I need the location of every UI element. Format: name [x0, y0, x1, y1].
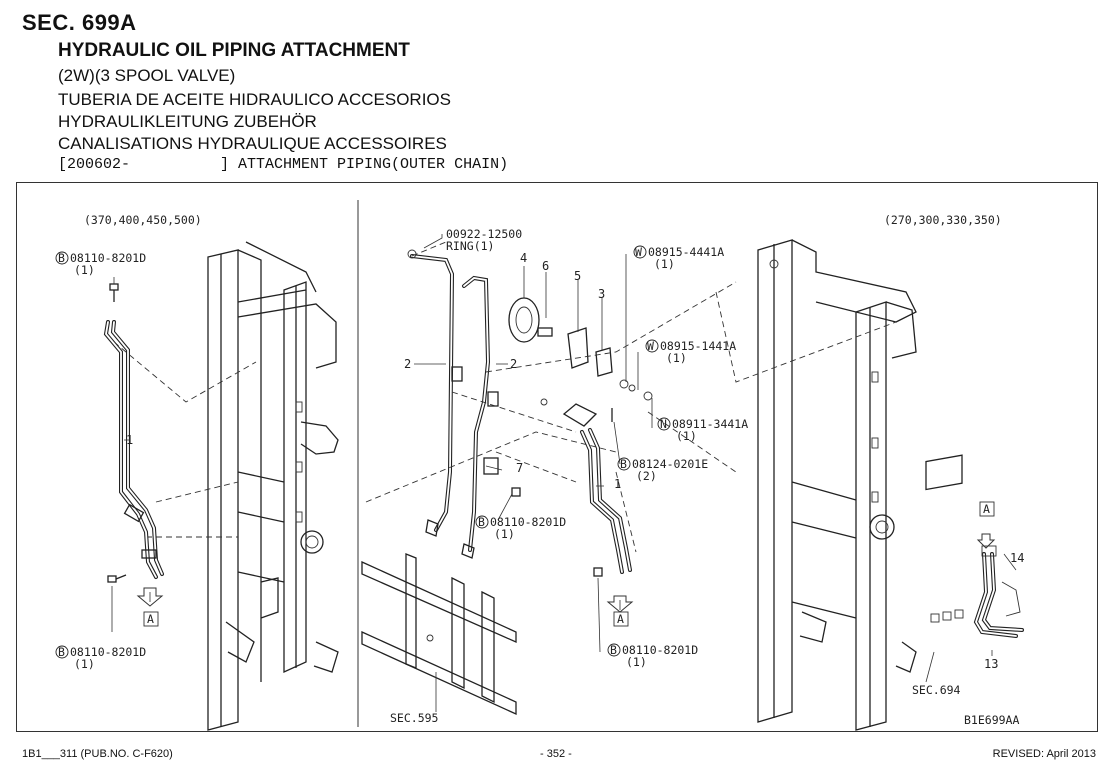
header: SEC. 699A HYDRAULIC OIL PIPING ATTACHMEN…	[0, 0, 1116, 180]
callout-a-right: A	[983, 502, 990, 516]
callout-a-box-right	[979, 501, 995, 517]
arrow-down-icon	[606, 595, 634, 613]
letter-w: W	[635, 245, 642, 259]
letter-b: B	[58, 645, 65, 659]
page-title: HYDRAULIC OIL PIPING ATTACHMENT	[58, 40, 410, 61]
sec694-label: SEC.694	[912, 683, 961, 697]
callout-a-box-center	[613, 611, 629, 627]
part-number-7: 7	[516, 461, 523, 475]
sec595-label: SEC.595	[390, 711, 438, 725]
left-bolt-bottom	[107, 574, 127, 583]
bolt-mid-code: 08124-0201E	[632, 457, 708, 471]
arrow-down-icon	[976, 533, 996, 549]
title-spanish: TUBERIA DE ACEITE HIDRAULICO ACCESORIOS	[58, 90, 451, 109]
left-model-range: (370,400,450,500)	[84, 213, 202, 227]
arrow-down-icon	[136, 587, 164, 607]
diagram-frame	[16, 182, 1098, 732]
part-number-6: 6	[542, 259, 549, 273]
b-letter-circle-icon	[55, 645, 69, 659]
left-mast-drawing	[113, 241, 339, 731]
bolt-right-qty: (1)	[626, 655, 647, 669]
washer-1-code: 08915-4441A	[648, 245, 724, 259]
washer-2-qty: (1)	[666, 351, 687, 365]
b-letter-circle-icon	[475, 515, 489, 529]
part-number-2-b: 2	[510, 357, 517, 371]
ring-part-code: 00922-12500	[446, 227, 522, 241]
bolt-center-code: 08110-8201D	[490, 515, 566, 529]
letter-b: B	[478, 515, 485, 529]
bolt-right-code: 08110-8201D	[622, 643, 698, 657]
date-range-line: [200602- ] ATTACHMENT PIPING(OUTER CHAIN…	[58, 156, 509, 173]
callout-a-center: A	[617, 612, 624, 626]
b-letter-circle-icon	[617, 457, 631, 471]
left-top-bolt-code: 08110-8201D	[70, 251, 146, 265]
footer-revision: REVISED: April 2013	[992, 748, 1096, 760]
nut-qty: (1)	[676, 429, 697, 443]
center-pipe-1	[483, 398, 632, 577]
left-top-bolt-qty: (1)	[74, 263, 95, 277]
left-bottom-bolt-code: 08110-8201D	[70, 645, 146, 659]
part-number-3: 3	[598, 287, 605, 301]
part-number-1-center: 1	[614, 477, 621, 491]
right-mast-drawing	[757, 239, 917, 731]
b-letter-circle-icon	[607, 643, 621, 657]
w-letter-circle-icon	[645, 339, 659, 353]
footer-publication: 1B1___311 (PUB.NO. C-F620)	[22, 748, 173, 760]
pulley-4-bracket-5-fittings	[407, 249, 653, 422]
n-letter-circle-icon	[657, 417, 671, 431]
section-code: SEC. 699A	[22, 10, 137, 35]
parts-diagram: (370,400,450,500) B 08110-8201D (1) 1 A …	[55, 200, 1024, 731]
spool-valve-sec694	[925, 454, 1024, 638]
subtitle: (2W)(3 SPOOL VALVE)	[58, 66, 236, 85]
hoses-2	[410, 254, 508, 559]
part-number-2-a: 2	[404, 357, 411, 371]
letter-n: N	[660, 417, 667, 431]
letter-b: B	[610, 643, 617, 657]
callout-a-left: A	[147, 612, 154, 626]
washer-2-code: 08915-1441A	[660, 339, 736, 353]
part-number-4: 4	[520, 251, 527, 265]
ring-part-name: RING(1)	[446, 239, 494, 253]
page-number: - 352 -	[540, 748, 572, 760]
washer-1-qty: (1)	[654, 257, 675, 271]
leader-lines	[423, 234, 1017, 712]
right-model-range: (270,300,330,350)	[884, 213, 1002, 227]
part-number-14: 14	[1010, 551, 1024, 565]
letter-w: W	[647, 339, 654, 353]
title-german: HYDRAULIKLEITUNG ZUBEHÖR	[58, 112, 317, 131]
letter-b: B	[58, 251, 65, 265]
part-number-1-left: 1	[126, 433, 133, 447]
nut-code: 08911-3441A	[672, 417, 748, 431]
left-pipe-1	[103, 320, 164, 579]
bolt-center-qty: (1)	[494, 527, 515, 541]
left-bottom-bolt-qty: (1)	[74, 657, 95, 671]
left-bolt-top	[109, 283, 119, 302]
b-letter-circle-icon	[55, 251, 69, 265]
w-letter-circle-icon	[633, 245, 647, 259]
part-number-13: 13	[984, 657, 998, 671]
dashed-connections	[365, 241, 897, 553]
fork-carriage-drawing	[361, 553, 517, 716]
drawing-id: B1E699AA	[964, 713, 1019, 727]
title-french: CANALISATIONS HYDRAULIQUE ACCESSOIRES	[58, 134, 447, 153]
callout-a-box-left	[143, 611, 159, 627]
bolt-mid-qty: (2)	[636, 469, 657, 483]
letter-b: B	[620, 457, 627, 471]
part-number-5: 5	[574, 269, 581, 283]
